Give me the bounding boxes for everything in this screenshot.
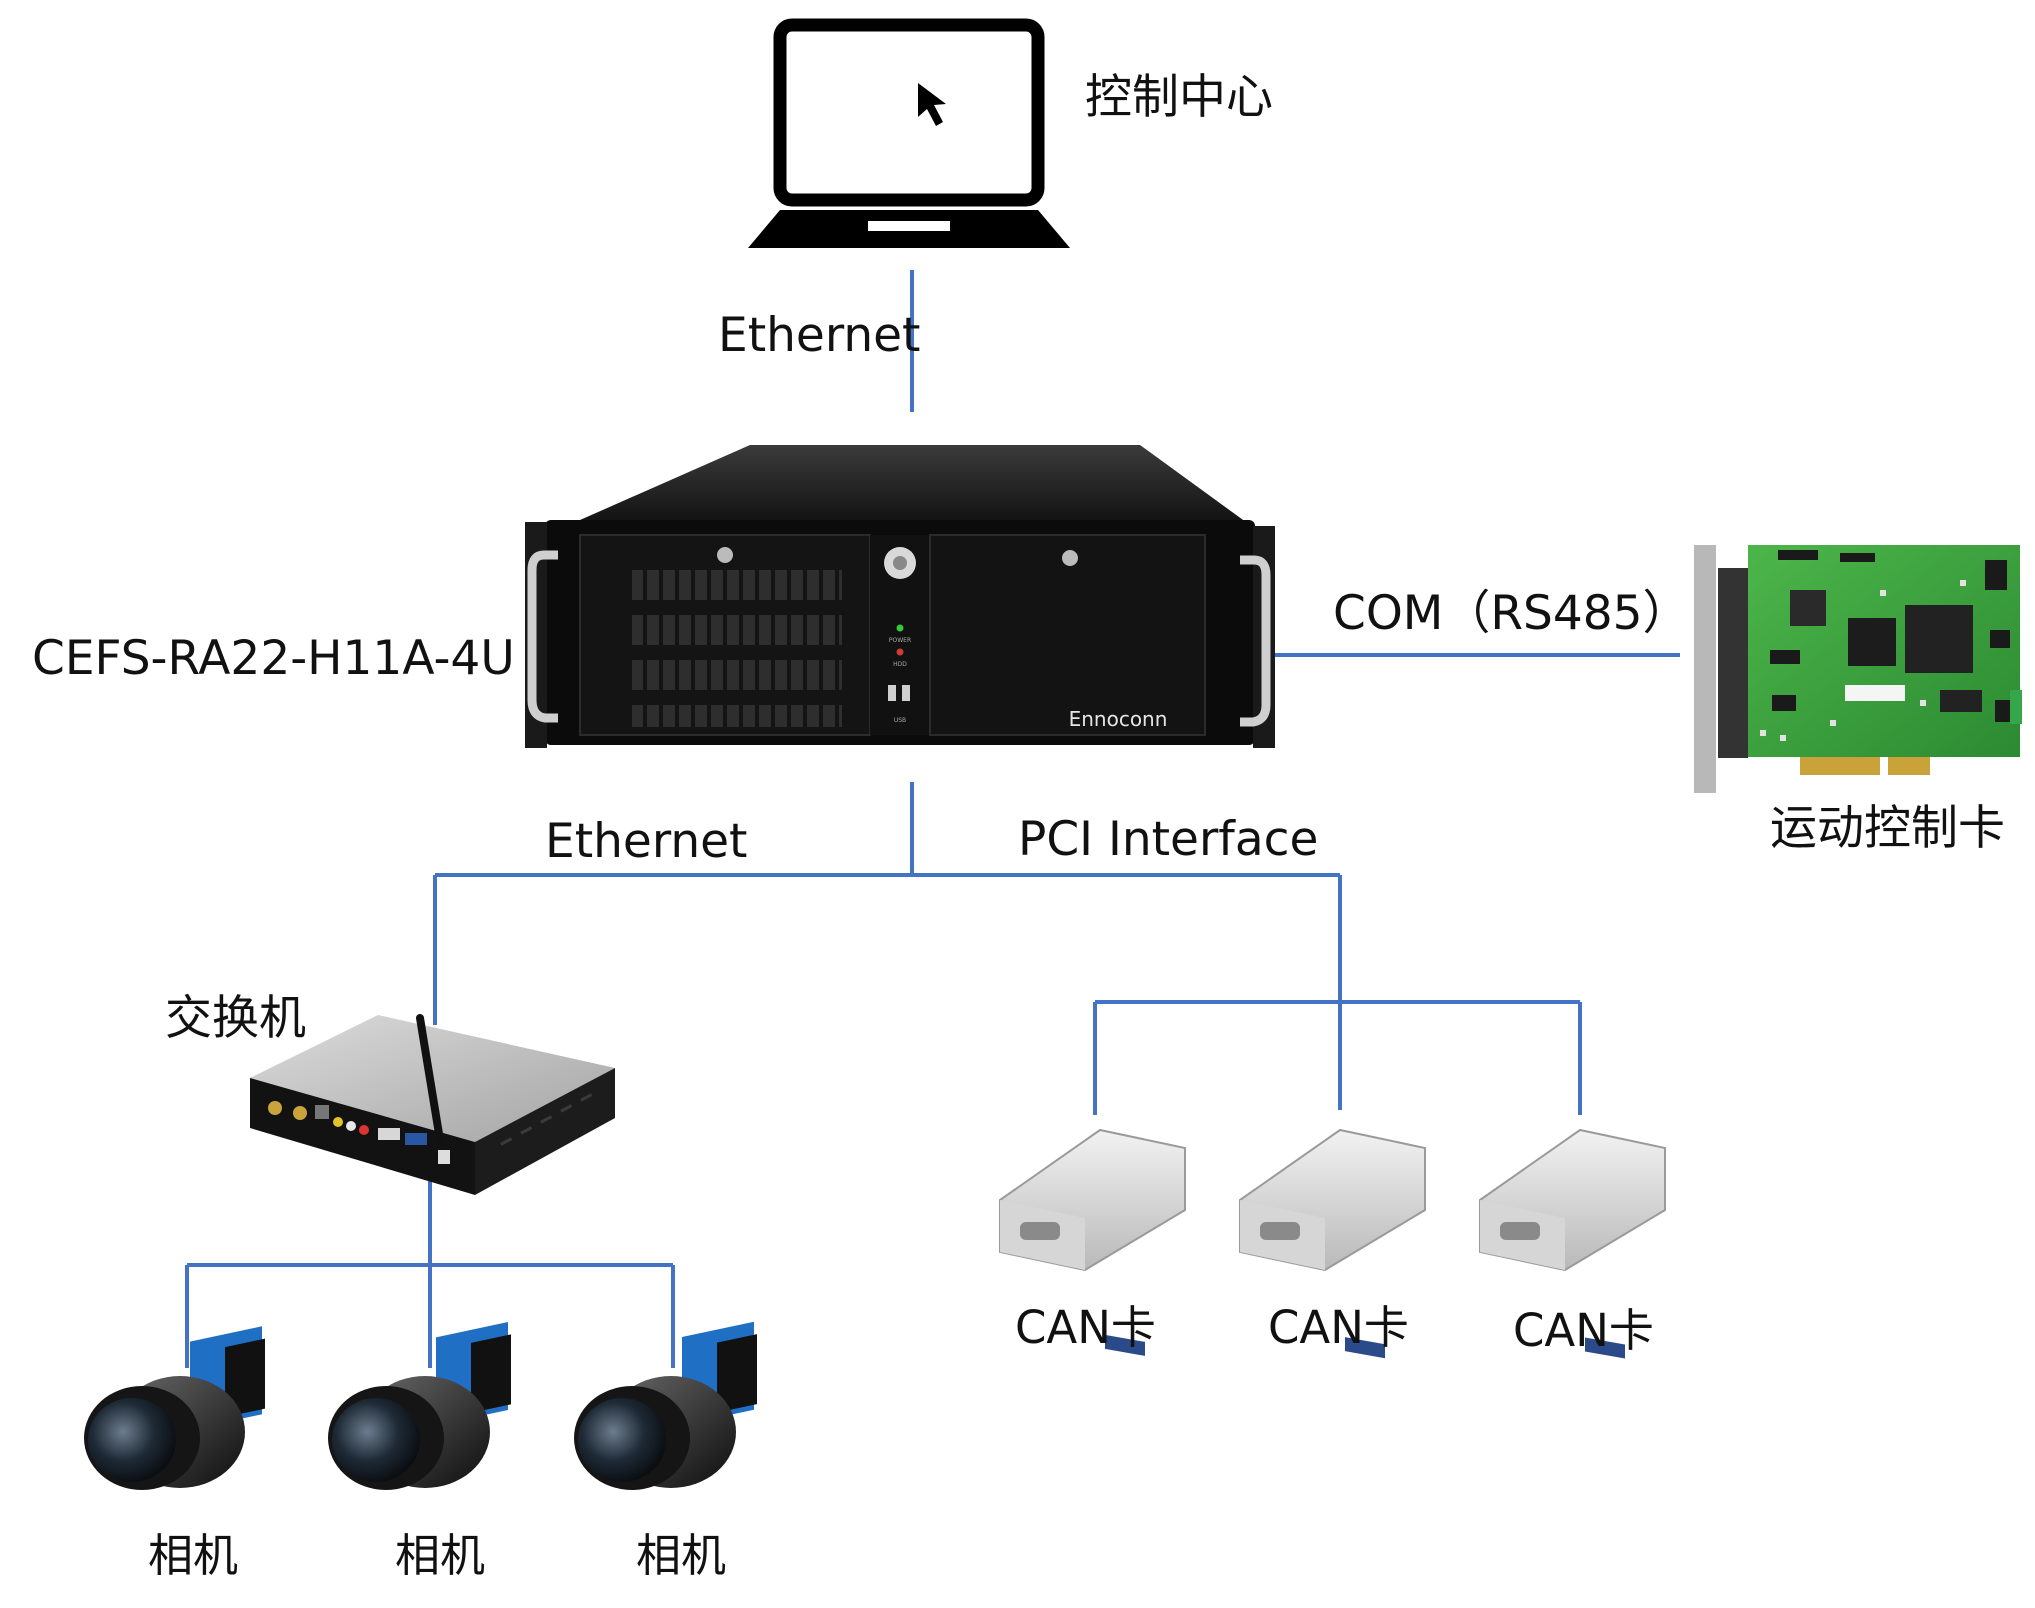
control-center-label: 控制中心 [1085, 70, 1273, 125]
can-card-label: CAN卡 [1513, 1304, 1654, 1357]
camera-image-1 [84, 1326, 265, 1490]
connection-lines [185, 270, 1680, 1368]
industrial-pc-image: POWER HDD USB Ennoconn [525, 445, 1275, 748]
motion-card-label: 运动控制卡 [1770, 801, 2005, 856]
can-card-image-2 [1239, 1128, 1426, 1359]
can-card-label: CAN卡 [1268, 1301, 1409, 1354]
camera-image-2 [328, 1322, 511, 1490]
usb-text: USB [894, 717, 906, 724]
ipc-model-label: CEFS-RA22-H11A-4U [32, 631, 515, 686]
camera-label: 相机 [636, 1529, 727, 1582]
camera-label: 相机 [395, 1529, 486, 1582]
can-card-image-3 [1479, 1128, 1666, 1359]
can-card-image-1 [999, 1128, 1186, 1356]
laptop-icon [748, 18, 1070, 248]
power-text: POWER [889, 637, 911, 644]
pci-interface-label: PCI Interface [1018, 812, 1319, 867]
camera-image-3 [574, 1321, 757, 1490]
com-rs485-label: COM（RS485） [1333, 586, 1690, 641]
can-card-label: CAN卡 [1015, 1301, 1156, 1354]
switch-image [250, 1014, 615, 1195]
top-ethernet-label: Ethernet [718, 308, 921, 363]
switch-label: 交换机 [165, 991, 306, 1046]
camera-label: 相机 [148, 1529, 239, 1582]
motion-control-card-image [1694, 545, 2022, 793]
brand-logo-text: Ennoconn [1069, 707, 1168, 731]
cursor-icon [918, 83, 946, 126]
bottom-ethernet-label: Ethernet [545, 814, 748, 869]
antenna [416, 1014, 444, 1144]
hdd-text: HDD [893, 661, 907, 668]
